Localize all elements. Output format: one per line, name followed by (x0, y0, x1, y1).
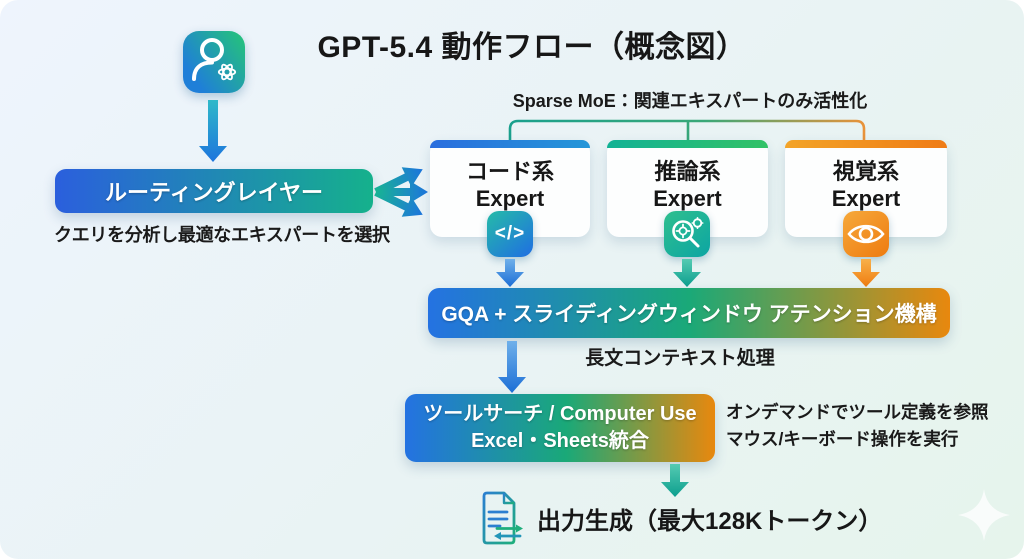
sparse-moe-label: Sparse MoE：関連エキスパートのみ活性化 (512, 91, 868, 111)
user-openai-icon (183, 31, 245, 93)
sparse-moe-bracket (508, 119, 866, 141)
tools-note: オンデマンドでツール定義を参照 マウス/キーボード操作を実行 (726, 399, 989, 453)
tools-note-line1: オンデマンドでツール定義を参照 (726, 402, 989, 422)
expert-vision-accent-bar (785, 140, 947, 148)
magnifier-gear-icon (664, 211, 710, 257)
output-row: 出力生成（最大128Kトークン） (476, 489, 882, 547)
attention-label: GQA + スライディングウィンドウ アテンション機構 (441, 303, 937, 326)
expert-vision-name: 視覚系 (832, 159, 899, 184)
code-icon: </> (487, 211, 533, 257)
expert-reasoning-name: 推論系 (654, 159, 721, 184)
tools-box: ツールサーチ / Computer Use Excel・Sheets統合 (405, 394, 715, 462)
expert-code-role: Expert (475, 186, 545, 211)
person-icon (192, 38, 237, 81)
expert-reasoning-role: Expert (653, 186, 722, 211)
routing-layer-box: ルーティングレイヤー (55, 169, 373, 213)
sparkle-icon (958, 489, 1010, 541)
output-label: 出力生成（最大128Kトークン） (537, 507, 883, 535)
arrow-reasoning-to-attention (673, 259, 701, 287)
page-title: GPT-5.4 動作フロー（概念図） (317, 31, 747, 64)
routing-layer-label: ルーティングレイヤー (104, 180, 324, 205)
tools-line1: ツールサーチ / Computer Use (423, 403, 697, 425)
routing-caption: クエリを分析し最適なエキスパートを選択 (54, 225, 390, 245)
expert-vision-role: Expert (831, 186, 901, 211)
expert-reasoning-accent-bar (607, 140, 768, 148)
arrow-vision-to-attention (852, 259, 880, 287)
arrow-routing-to-experts (374, 159, 428, 225)
document-exchange-icon (482, 491, 523, 545)
arrow-user-to-routing (199, 100, 227, 162)
openai-logo-icon (217, 63, 237, 81)
expert-code-accent-bar (430, 140, 590, 148)
arrow-tools-to-output (661, 464, 689, 497)
attention-caption: 長文コンテキスト処理 (585, 348, 775, 369)
arrow-code-to-attention (496, 259, 524, 287)
code-glyph: </> (494, 223, 526, 244)
eye-icon (843, 211, 889, 257)
tools-line2: Excel・Sheets統合 (471, 430, 649, 452)
attention-box: GQA + スライディングウィンドウ アテンション機構 (428, 288, 950, 338)
tools-note-line2: マウス/キーボード操作を実行 (726, 429, 959, 449)
arrow-attention-to-tools (498, 341, 526, 393)
expert-code-name: コード系 (465, 159, 554, 184)
